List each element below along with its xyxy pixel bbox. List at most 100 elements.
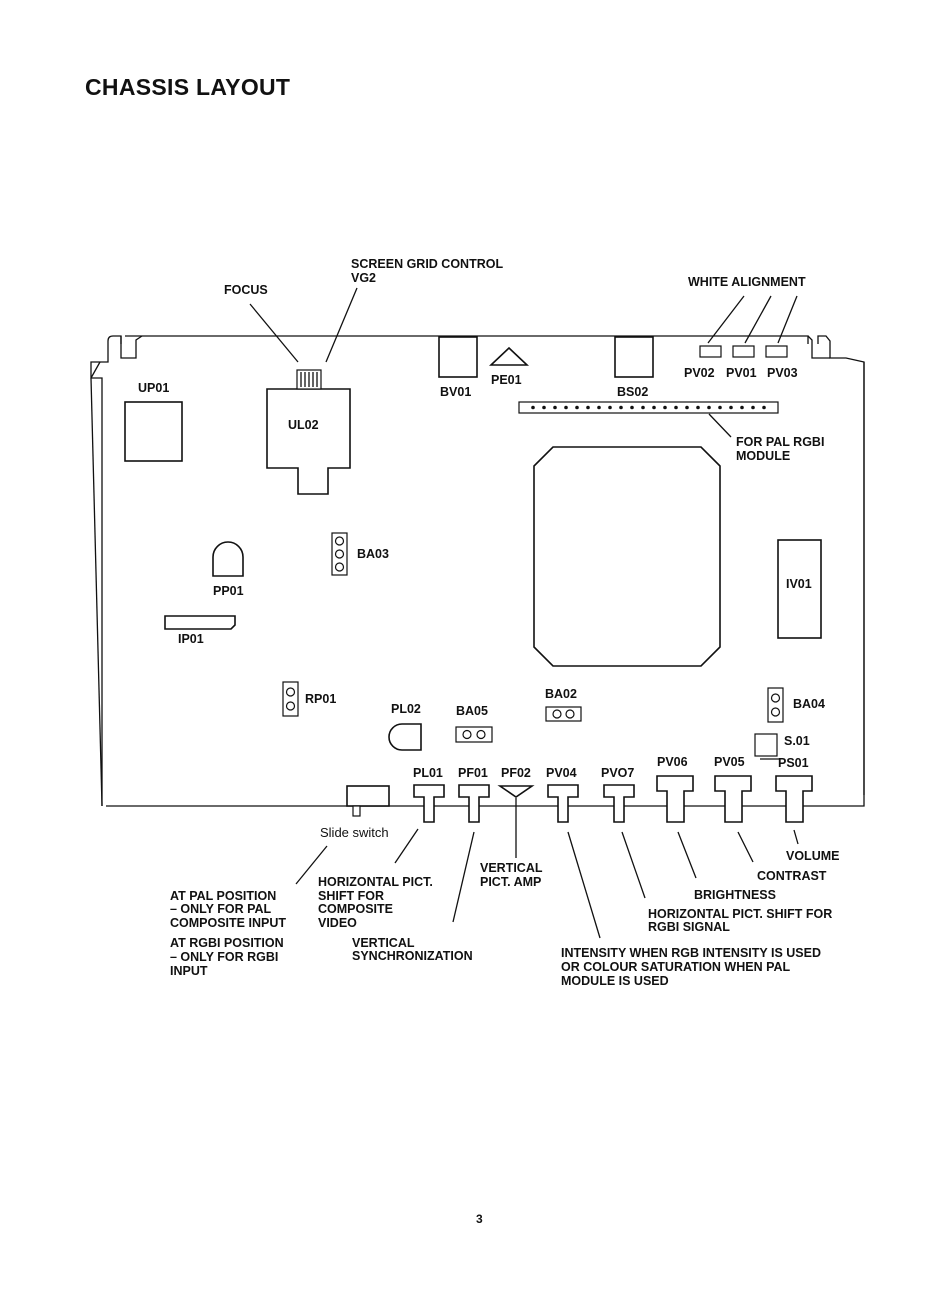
pv04-shape	[547, 784, 579, 823]
connector-pin	[641, 405, 645, 410]
rp01-shape	[282, 681, 299, 717]
connector-pin	[729, 405, 733, 410]
ip01-label: IP01	[178, 632, 204, 646]
pl02-shape	[388, 723, 422, 751]
at-rgbi-line-1: AT RGBI POSITION	[170, 936, 284, 950]
white-alignment-leader-2	[744, 295, 772, 344]
connector-pin	[674, 405, 678, 410]
vertical-pict-amp-line-1: VERTICAL	[480, 861, 543, 875]
screen-grid-label-1: SCREEN GRID CONTROL	[351, 257, 503, 271]
pl01-label: PL01	[413, 766, 443, 780]
ba05-shape	[455, 726, 493, 743]
connector-pin	[663, 405, 667, 410]
pp01-shape	[212, 541, 244, 577]
connector-pin	[652, 405, 656, 410]
ba04-pin-1	[770, 693, 781, 703]
connector-pin	[762, 405, 766, 410]
connector-pin	[553, 405, 557, 410]
at-pal-line-2: – ONLY FOR PAL	[170, 902, 272, 916]
chassis-left-edge	[90, 377, 103, 807]
pv06-shape	[656, 775, 694, 823]
connector-pin	[564, 405, 568, 410]
slide-switch-tab	[352, 805, 361, 817]
bv01-shape	[438, 336, 478, 378]
pv03-label: PV03	[767, 366, 798, 380]
hpict-rgbi-line-1: HORIZONTAL PICT. SHIFT FOR	[648, 907, 832, 921]
connector-pin	[608, 405, 612, 410]
ba03-pin-3	[334, 562, 345, 572]
connector-pin	[630, 405, 634, 410]
hpict-composite-line-2: SHIFT FOR	[318, 889, 384, 903]
hpict-composite-line-4: VIDEO	[318, 916, 357, 930]
ba05-label: BA05	[456, 704, 488, 718]
focus-leader	[249, 303, 299, 363]
page-title: CHASSIS LAYOUT	[85, 74, 291, 100]
connector-pin	[619, 405, 623, 410]
iv01-shape	[777, 539, 822, 639]
white-alignment-leader-3	[777, 295, 798, 344]
pv06-leader	[677, 831, 697, 879]
pe01-shape	[488, 346, 530, 366]
intensity-line-2: OR COLOUR SATURATION WHEN PAL	[561, 960, 791, 974]
brightness-label: BRIGHTNESS	[694, 888, 776, 902]
screen-grid-label-2: VG2	[351, 271, 376, 285]
ba03-pin-2	[334, 549, 345, 559]
chassis-right-tab	[807, 335, 865, 378]
iv01-label: IV01	[786, 577, 812, 591]
pal-module-label-2: MODULE	[736, 449, 790, 463]
ba02-pin-1	[552, 709, 562, 719]
pv02-shape	[699, 345, 722, 358]
pv07-shape	[603, 784, 635, 823]
rp01-pin-2	[285, 701, 296, 711]
pf02-label: PF02	[501, 766, 531, 780]
vertical-pict-amp-line-2: PICT. AMP	[480, 875, 541, 889]
ba05-pin-1	[462, 729, 472, 740]
module-area	[533, 446, 721, 667]
pv02-label: PV02	[684, 366, 715, 380]
at-rgbi-line-2: – ONLY FOR RGBI	[170, 950, 278, 964]
pf01-leader	[452, 831, 475, 923]
ba05-pin-2	[476, 729, 486, 740]
at-pal-line-3: COMPOSITE INPUT	[170, 916, 286, 930]
ul02-shape	[266, 388, 351, 495]
ip01-shape	[164, 615, 236, 630]
at-pal-line-1: AT PAL POSITION	[170, 889, 276, 903]
connector-pin	[685, 405, 689, 410]
ul02-label: UL02	[288, 418, 319, 432]
slide-switch-leader	[295, 845, 328, 885]
pl01-shape	[413, 784, 445, 823]
s01-label: S.01	[784, 734, 810, 748]
connector-pin	[575, 405, 579, 410]
pal-connector-pins	[531, 405, 766, 410]
pl02-label: PL02	[391, 702, 421, 716]
screen-grid-leader	[325, 287, 358, 363]
ps01-leader	[793, 829, 799, 845]
up01-label: UP01	[138, 381, 169, 395]
pf01-label: PF01	[458, 766, 488, 780]
pal-connector-strip	[518, 401, 779, 414]
volume-label: VOLUME	[786, 849, 839, 863]
ba04-shape	[767, 687, 784, 723]
intensity-line-3: MODULE IS USED	[561, 974, 669, 988]
connector-pin	[542, 405, 546, 410]
vertical-sync-line-2: SYNCHRONIZATION	[352, 949, 473, 963]
bs02-shape	[614, 336, 654, 378]
page-number: 3	[476, 1212, 483, 1226]
hpict-composite-line-3: COMPOSITE	[318, 902, 393, 916]
pv04-leader	[567, 831, 601, 939]
pv03-shape	[765, 345, 788, 358]
pv01-shape	[732, 345, 755, 358]
ba02-pin-2	[565, 709, 575, 719]
white-alignment-label: WHITE ALIGNMENT	[688, 275, 806, 289]
rp01-pin-1	[285, 687, 296, 697]
ps01-label: PS01	[778, 756, 809, 770]
at-rgbi-line-3: INPUT	[170, 964, 208, 978]
white-alignment-leader-1	[707, 295, 745, 344]
connector-pin	[740, 405, 744, 410]
bv01-label: BV01	[440, 385, 471, 399]
pv07-leader	[621, 831, 646, 899]
pf02-shape	[497, 785, 535, 798]
bs02-label: BS02	[617, 385, 648, 399]
pv05-shape	[714, 775, 752, 823]
